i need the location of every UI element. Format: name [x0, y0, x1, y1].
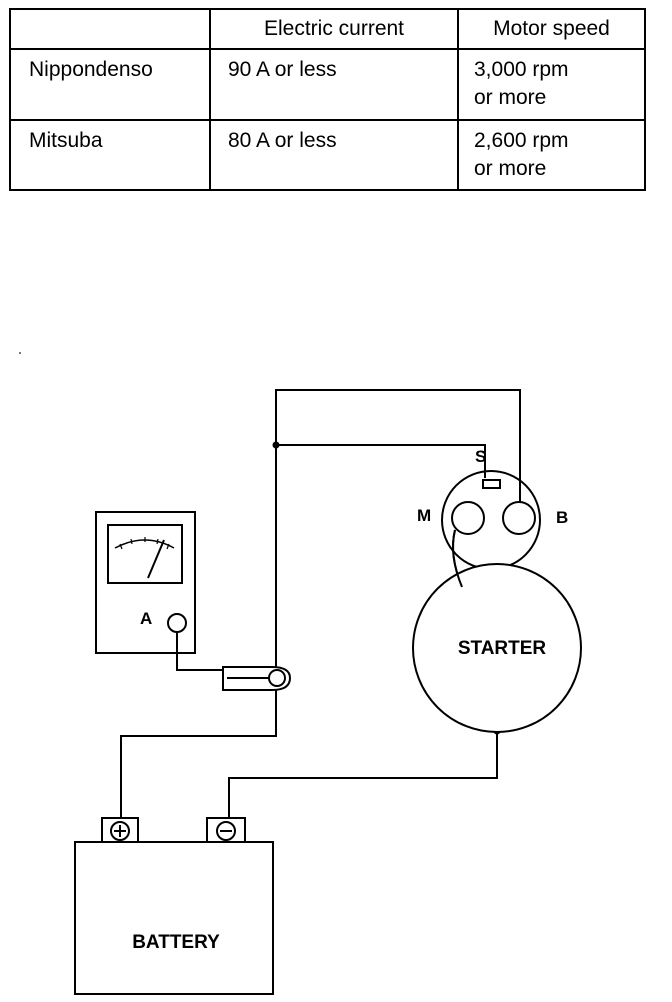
table-row: Nippondenso 90 A or less 3,000 rpm or mo… — [9, 48, 646, 121]
negative-icon — [216, 821, 236, 841]
battery-label: BATTERY — [132, 932, 220, 953]
wire-ammeter-lead — [176, 632, 232, 671]
ammeter-needle — [147, 539, 165, 579]
current-clamp — [222, 666, 292, 691]
table-row: Mitsuba 80 A or less 2,600 rpm or more — [9, 118, 646, 191]
maker-cell: Nippondenso — [9, 48, 211, 121]
speed-line-2: or more — [474, 86, 547, 109]
battery — [74, 817, 274, 995]
terminal-s-label: S — [475, 447, 486, 466]
junction-dot — [272, 441, 280, 449]
spec-table: Electric current Motor speed Nippondenso… — [9, 8, 646, 191]
speed-cell: 3,000 rpm or more — [457, 48, 646, 121]
terminal-b-label: B — [556, 508, 568, 527]
speed-line-1: 2,600 rpm — [474, 128, 569, 152]
wire-negative-cable — [228, 731, 498, 818]
wire-main-to-b-terminal — [275, 389, 521, 688]
battery-body — [74, 841, 274, 995]
wire-to-s-terminal — [276, 444, 486, 478]
current-cell: 80 A or less — [209, 118, 459, 191]
speed-line-1: 3,000 rpm — [474, 58, 569, 81]
terminal-b — [502, 501, 536, 535]
ammeter — [95, 511, 196, 654]
current-cell: 90 A or less — [209, 48, 459, 121]
speed-cell: 2,600 rpm or more — [457, 118, 646, 191]
ammeter-dial-window — [107, 524, 183, 584]
header-blank — [9, 8, 211, 50]
positive-icon-cross — [114, 825, 126, 837]
speed-line-2: or more — [474, 156, 547, 180]
maker-cell: Mitsuba — [9, 118, 211, 191]
stray-dot — [19, 352, 21, 354]
terminal-m — [451, 501, 485, 535]
starter-motor — [412, 470, 582, 733]
ammeter-body — [95, 511, 196, 654]
header-electric-current: Electric current — [209, 8, 459, 50]
header-motor-speed: Motor speed — [457, 8, 646, 50]
terminal-m-label: M — [417, 506, 431, 525]
ammeter-ticks — [119, 537, 170, 550]
starter-label: STARTER — [458, 638, 547, 659]
starter-body — [412, 563, 582, 733]
wire-positive-cable — [120, 688, 277, 818]
table-header-row: Electric current Motor speed — [9, 8, 646, 50]
ammeter-terminal — [167, 613, 187, 633]
positive-icon — [110, 821, 130, 841]
m-lead-overlay — [452, 529, 463, 588]
ammeter-label: A — [140, 609, 152, 628]
terminal-s — [482, 479, 501, 489]
clamp-pivot — [268, 669, 286, 687]
